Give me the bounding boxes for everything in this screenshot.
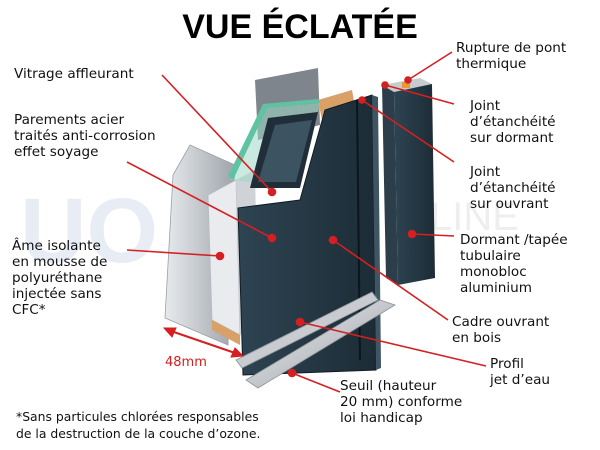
label-ame-isolante: Âme isolante en mousse de polyuréthane i… <box>12 238 108 318</box>
label-cadre-ouvrant: Cadre ouvrant en bois <box>452 314 550 346</box>
label-joint-ouvrant: Joint d’étanchéité sur ouvrant <box>470 164 556 212</box>
watermark-logo: UO LINE <box>20 180 519 282</box>
label-parements: Parements acier traités anti-corrosion e… <box>14 112 156 160</box>
label-profil-jet-deau: Profil jet d’eau <box>490 356 551 388</box>
door-sill <box>245 299 396 389</box>
leader-lines <box>126 51 487 393</box>
label-seuil: Seuil (hauteur 20 mm) conforme loi handi… <box>340 378 463 426</box>
svg-text:UO: UO <box>20 180 158 282</box>
dormant-frame <box>382 78 435 285</box>
wood-frame-bottom <box>212 320 240 345</box>
dimension-label: 48mm <box>165 355 207 370</box>
label-vitrage: Vitrage affleurant <box>14 66 134 82</box>
label-dormant-tapee: Dormant /tapée tubulaire monobloc alumin… <box>460 232 568 296</box>
svg-text:LINE: LINE <box>430 195 519 239</box>
glazing-unit <box>228 99 320 188</box>
dimension-arrow-48mm <box>162 327 245 358</box>
label-joint-dormant: Joint d’étanchéité sur dormant <box>470 98 556 146</box>
label-rupture-pont: Rupture de pont thermique <box>456 40 567 72</box>
page-title: VUE ÉCLATÉE <box>182 8 418 46</box>
water-drip-profile <box>235 291 379 369</box>
footnote: *Sans particules chlorées responsables d… <box>16 409 261 441</box>
